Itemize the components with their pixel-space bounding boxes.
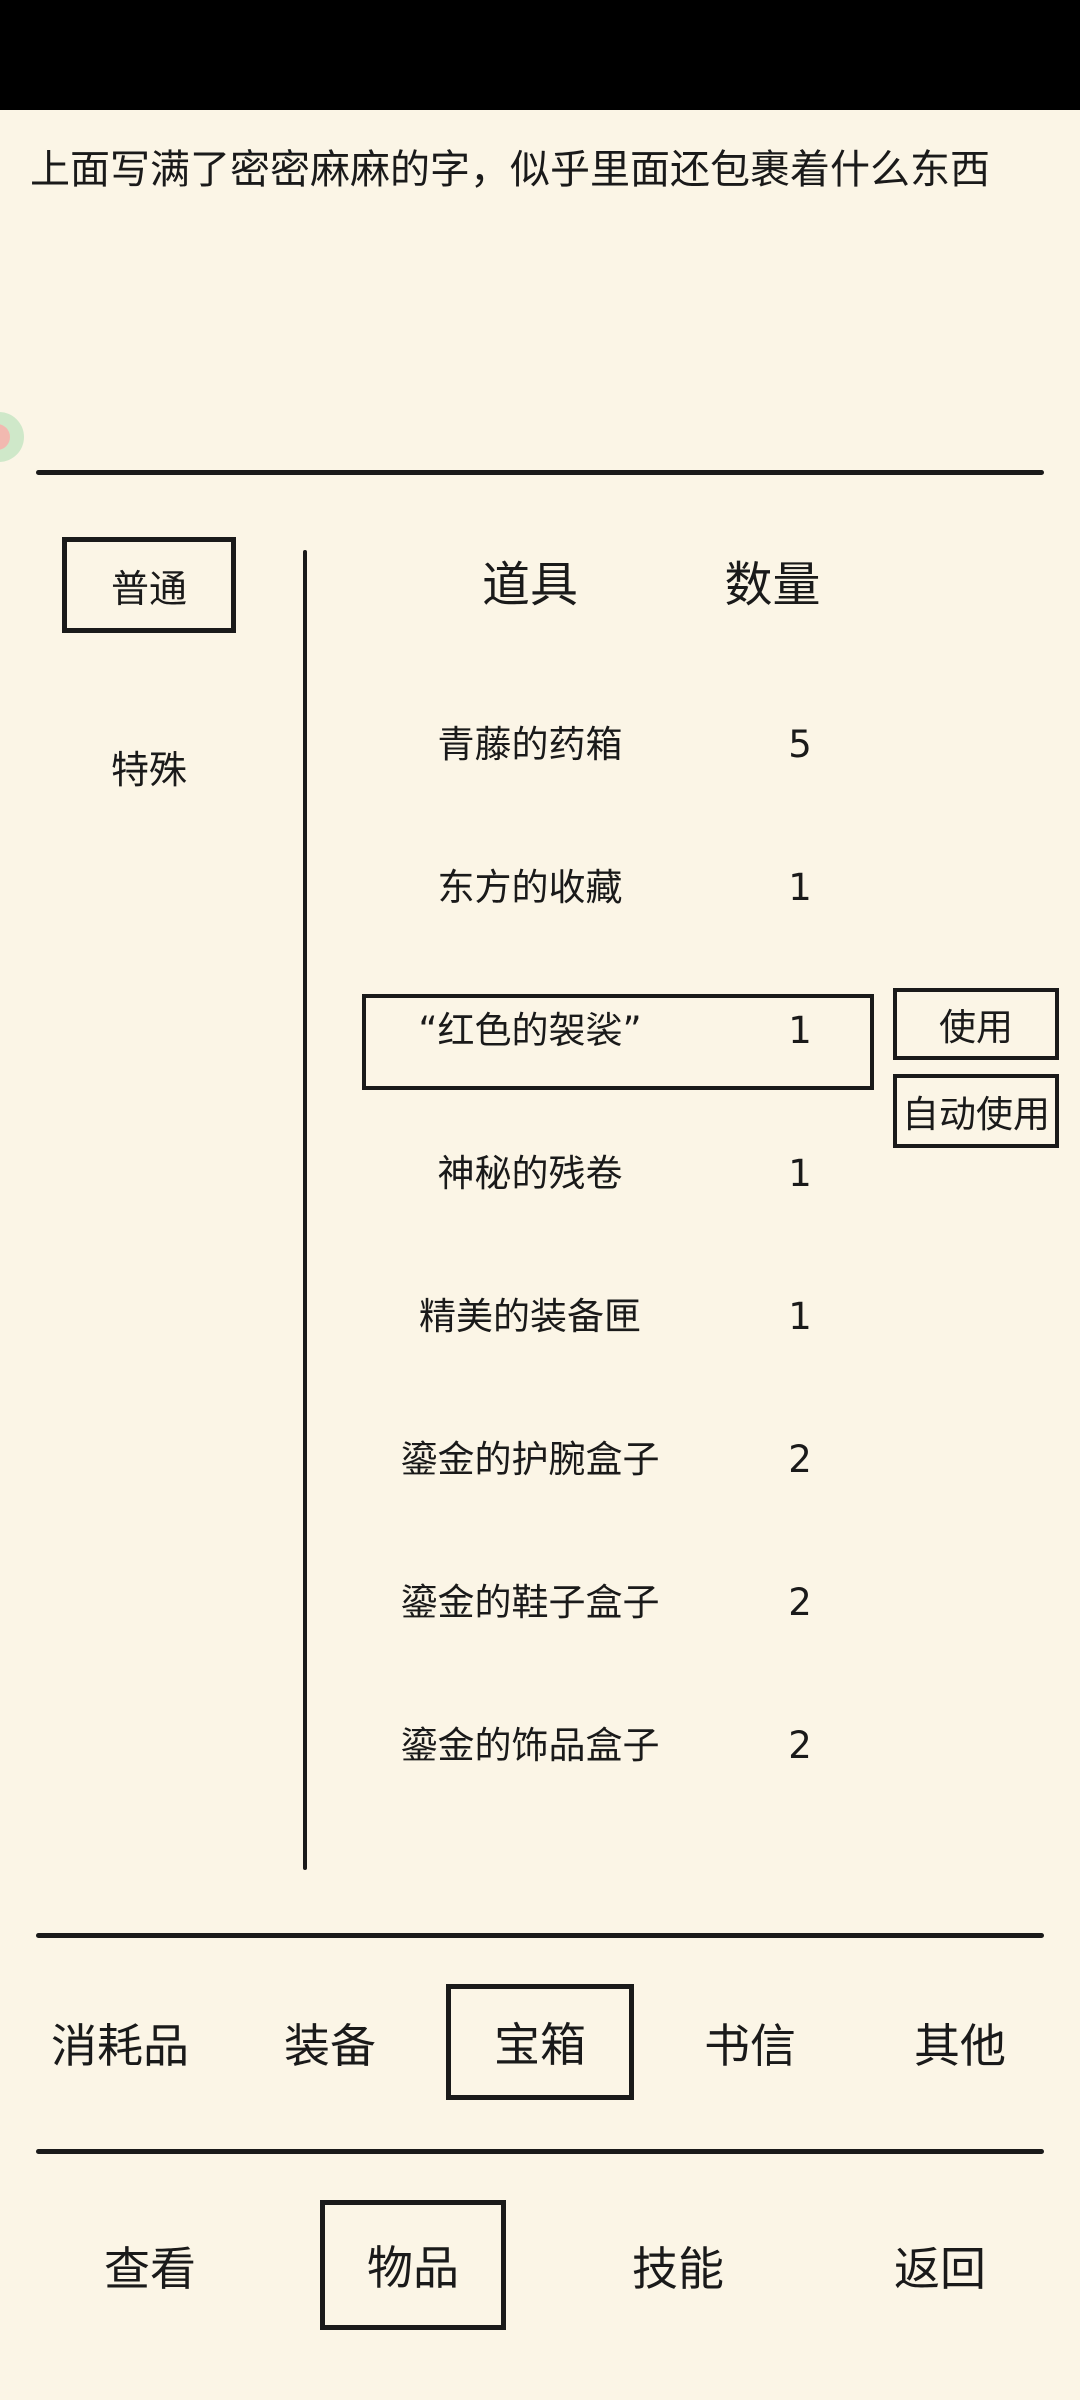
item-name: 精美的装备匣 [419, 1295, 641, 1338]
item-count: 1 [788, 1009, 812, 1052]
nav-view-label: 查看 [104, 2242, 196, 2296]
item-name: “红色的袈裟” [418, 1009, 642, 1052]
list-item[interactable]: 精美的装备匣 1 [320, 1245, 890, 1388]
tab-others[interactable]: 其他 [870, 1988, 1050, 2098]
tab-treasure-chest-label: 宝箱 [494, 2018, 586, 2072]
tab-consumables-label: 消耗品 [51, 2019, 189, 2073]
item-count: 2 [788, 1438, 812, 1481]
list-item[interactable]: 紫藤的药箱 5 [320, 620, 890, 673]
column-header-count: 数量 [724, 557, 821, 613]
auto-use-button-label: 自动使用 [902, 1093, 1050, 1136]
top-divider [36, 470, 1044, 475]
item-name: 鎏金的饰品盒子 [400, 1724, 660, 1767]
list-item[interactable]: 鎏金的饰品盒子 2 [320, 1674, 890, 1817]
list-item[interactable]: 鎏金的鞋子盒子 2 [320, 1531, 890, 1674]
item-name: 东方的收藏 [437, 866, 623, 909]
list-item[interactable]: 神秘的残卷 1 [320, 1102, 890, 1245]
nav-divider [36, 2149, 1044, 2154]
tab-treasure-chest[interactable]: 宝箱 [446, 1984, 634, 2100]
tab-letters-label: 书信 [704, 2019, 796, 2073]
nav-items[interactable]: 物品 [320, 2200, 506, 2330]
item-name: 青藤的药箱 [437, 723, 623, 766]
side-tab-normal[interactable]: 普通 [62, 537, 236, 633]
selection-frame [362, 994, 874, 1090]
tab-others-label: 其他 [914, 2019, 1006, 2073]
use-button-label: 使用 [939, 1006, 1013, 1049]
list-item[interactable]: 青藤的药箱 5 [320, 673, 890, 816]
list-item[interactable]: 鎏金的护腕盒子 2 [320, 1388, 890, 1531]
item-count: 1 [788, 866, 812, 909]
status-bar [0, 0, 1080, 110]
nav-view[interactable]: 查看 [50, 2208, 250, 2324]
column-header-item: 道具 [481, 557, 578, 613]
item-name: 神秘的残卷 [437, 1152, 623, 1195]
nav-items-label: 物品 [367, 2241, 459, 2295]
side-tab-special[interactable]: 特殊 [62, 718, 236, 814]
nav-back[interactable]: 返回 [840, 2208, 1040, 2324]
nav-skills[interactable]: 技能 [578, 2208, 778, 2324]
nav-back-label: 返回 [894, 2242, 986, 2296]
item-count: 1 [788, 1152, 812, 1195]
floating-assistant-icon[interactable] [0, 412, 24, 462]
side-tab-normal-label: 普通 [110, 566, 187, 611]
item-count: 2 [788, 1581, 812, 1624]
item-list[interactable]: 紫藤的药箱 5 青藤的药箱 5 东方的收藏 1 “红色的袈裟” 1 神秘的残卷 … [320, 620, 890, 1870]
category-divider-top [36, 1933, 1044, 1938]
tab-equipment-label: 装备 [284, 2019, 376, 2073]
item-count: 2 [788, 1724, 812, 1767]
item-count: 5 [788, 723, 812, 766]
item-count: 5 [740, 620, 860, 673]
tab-equipment[interactable]: 装备 [240, 1988, 420, 2098]
tab-consumables[interactable]: 消耗品 [20, 1988, 220, 2098]
nav-skills-label: 技能 [632, 2242, 724, 2296]
item-name: 鎏金的鞋子盒子 [400, 1581, 660, 1624]
side-tab-special-label: 特殊 [110, 747, 187, 792]
use-button[interactable]: 使用 [893, 988, 1059, 1060]
list-item-selected[interactable]: “红色的袈裟” 1 [320, 959, 890, 1102]
auto-use-button[interactable]: 自动使用 [893, 1074, 1059, 1148]
item-description: 上面写满了密密麻麻的字，似乎里面还包裹着什么东西 [30, 147, 990, 193]
item-count: 1 [788, 1295, 812, 1338]
item-name: 鎏金的护腕盒子 [400, 1438, 660, 1481]
vertical-divider [303, 550, 307, 1870]
item-name: 紫藤的药箱 [320, 620, 740, 673]
tab-letters[interactable]: 书信 [660, 1988, 840, 2098]
list-item[interactable]: 东方的收藏 1 [320, 816, 890, 959]
